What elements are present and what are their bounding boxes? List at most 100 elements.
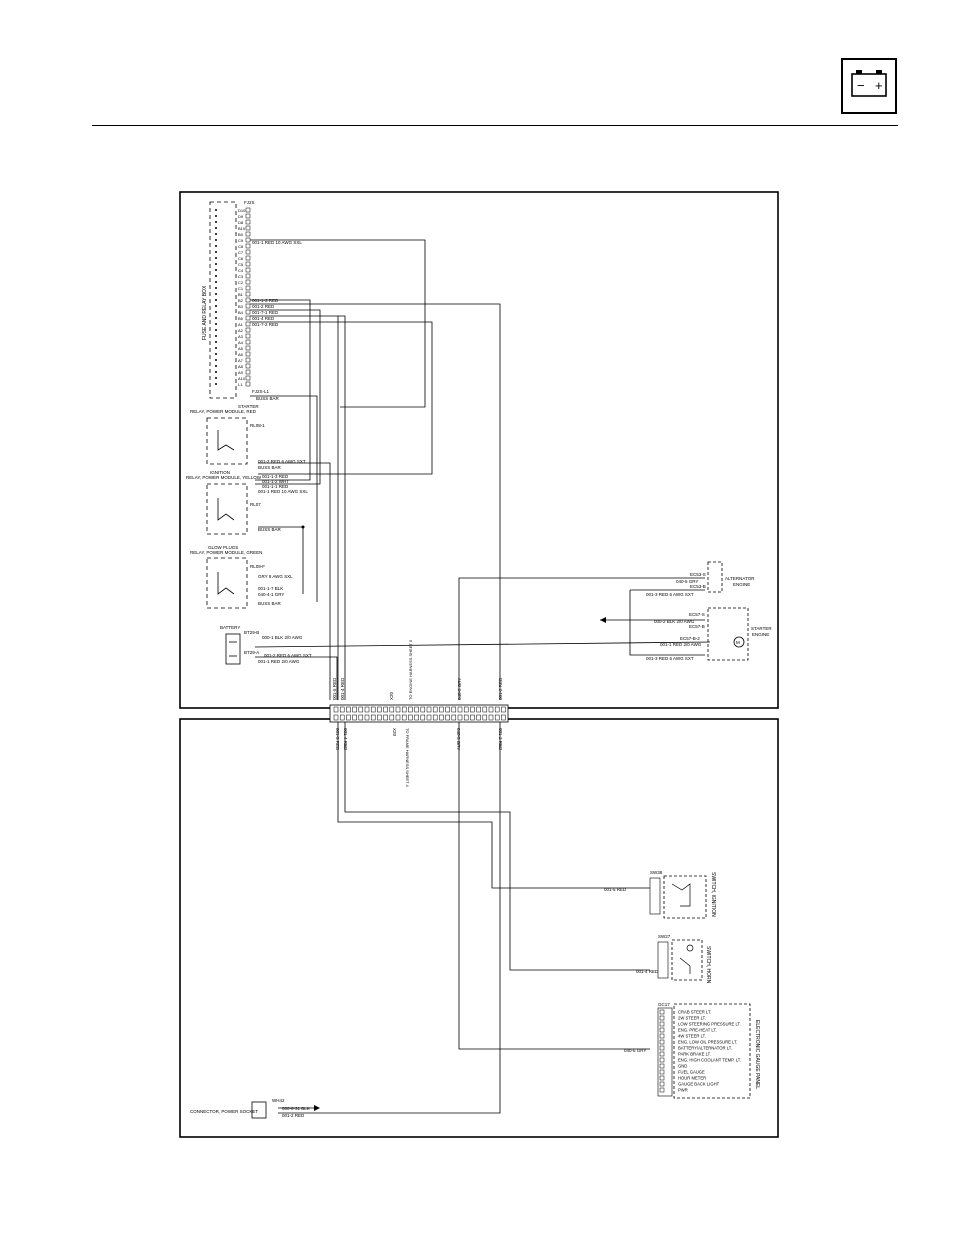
battery: BATTERY BT29-B BT29-A 000-1 BLK 2/0 AWG … bbox=[220, 625, 312, 665]
connector-pin bbox=[432, 706, 438, 713]
fuse-node bbox=[215, 353, 217, 355]
gauge-pin bbox=[659, 1033, 665, 1039]
power-socket: CONNECTOR, POWER SOCKET WH42 000-8-31 BL… bbox=[190, 1098, 310, 1119]
fuse-box-ref: FJ2S bbox=[244, 200, 255, 205]
ignition-switch: SW38 SWITCH, IGNITION 001-5 RED bbox=[604, 870, 716, 919]
connector-pin bbox=[463, 706, 469, 713]
fuse-pin bbox=[245, 225, 251, 231]
connector-pin bbox=[420, 706, 426, 713]
relay-wire-label: 001-2 RED 6 AWG SXT bbox=[258, 459, 306, 464]
gauge-pin bbox=[659, 1021, 665, 1027]
gauge-pin bbox=[659, 1081, 665, 1087]
connector-pin bbox=[488, 706, 494, 713]
gauge-item-label: 2W STEER LT. bbox=[678, 1016, 706, 1021]
gauge-item-label: GAUGE BACK LIGHT bbox=[678, 1082, 720, 1087]
relay-wire-label: BUSS BAR bbox=[258, 527, 282, 532]
alternator-ref: EC53-S bbox=[690, 572, 706, 577]
relay-subtitle: RELAY, POWER MODULE, YELLOW bbox=[186, 475, 262, 480]
gauge-item-label: PARK BRAKE LT. bbox=[678, 1052, 711, 1057]
connector-pin bbox=[383, 714, 388, 721]
starter-wire-label: 001-3 RED 6 AWG SXT bbox=[646, 656, 694, 661]
connector-bottom-label: 040-5 GRY bbox=[456, 728, 461, 750]
fuse-pin bbox=[245, 219, 251, 225]
alternator-ref: EC53-B bbox=[690, 584, 706, 589]
fuse-row-label: C1 bbox=[238, 286, 244, 291]
fuse-pin bbox=[245, 327, 251, 333]
fuse-pin bbox=[245, 291, 251, 297]
fuse-node bbox=[215, 257, 217, 259]
gauge-pin bbox=[659, 1087, 665, 1093]
fuse-row-label: B9 bbox=[238, 232, 244, 237]
fuse-node bbox=[215, 299, 217, 301]
fuse-node bbox=[215, 329, 217, 331]
starter-wire-label: 001-1 RED 2/0 AWG bbox=[660, 642, 702, 647]
fuse-row-label: B5 bbox=[238, 316, 244, 321]
battery-plus: + bbox=[875, 78, 883, 93]
fuse-row-label: A10 bbox=[238, 376, 246, 381]
fuse-node bbox=[215, 341, 217, 343]
fuse-box-title: FUSE AND RELAY BOX bbox=[202, 285, 208, 340]
battery-ref: BT29-A bbox=[244, 650, 259, 655]
fuse-node bbox=[215, 371, 217, 373]
fuse-row-label: C6 bbox=[238, 256, 244, 261]
connector-pin bbox=[370, 706, 376, 713]
gauge-pin bbox=[659, 1063, 665, 1069]
connector-top-label: 001-4 RED bbox=[340, 677, 345, 700]
gauge-cluster: GC17 CRAB STEER LT.2W STEER LT.LOW STEER… bbox=[624, 1002, 760, 1099]
fuse-node bbox=[215, 305, 217, 307]
starter-ref: EC57-S bbox=[689, 612, 705, 617]
connector-pin bbox=[445, 714, 450, 721]
connector-pin bbox=[408, 714, 413, 721]
connector-pin bbox=[346, 706, 351, 713]
top-panel bbox=[179, 191, 779, 709]
fuse-node bbox=[215, 251, 217, 253]
svg-text:M: M bbox=[736, 640, 740, 645]
connector-top-label: TO ENGINE HARNESS SHEET 5 bbox=[408, 639, 413, 700]
fuse-node bbox=[215, 245, 217, 247]
alternator: ALTERNATOR ENGINE EC53-S EC53-B 040-5 GR… bbox=[646, 561, 755, 597]
connector-pin bbox=[451, 714, 457, 721]
connector-pin bbox=[333, 714, 339, 721]
connector-pin bbox=[426, 714, 432, 721]
alternator-wire-label: 001-3 RED 6 AWG SXT bbox=[646, 592, 694, 597]
relay-wire-label: BUSS BAR bbox=[258, 601, 282, 606]
gauge-item-label: ENG. PRE-HEAT LT. bbox=[678, 1028, 717, 1033]
connector-pins bbox=[333, 706, 506, 721]
socket-ref: WH42 bbox=[272, 1098, 285, 1103]
connector-bottom-label: TO FRAME HARNESS SHEET 4 bbox=[405, 728, 410, 788]
fuse-pin bbox=[245, 351, 251, 357]
gauge-item-label: LOW STEERING PRESSURE LT. bbox=[678, 1022, 741, 1027]
relay-ref: RL08-1 bbox=[250, 423, 265, 428]
connector-pin bbox=[501, 714, 506, 721]
fuse-pin bbox=[245, 315, 251, 321]
connector-pin bbox=[432, 714, 438, 721]
fuse-node bbox=[215, 311, 217, 313]
connector-pin bbox=[352, 714, 357, 721]
gauge-item-label: FUEL GAUGE bbox=[678, 1070, 705, 1075]
connector-pin bbox=[470, 706, 475, 713]
socket-label: CONNECTOR, POWER SOCKET bbox=[190, 1109, 258, 1114]
fuse-pin bbox=[245, 249, 251, 255]
fuse-row-label: B4 bbox=[238, 310, 244, 315]
gauge-item-label: PWR bbox=[678, 1088, 688, 1093]
connector-pin bbox=[482, 714, 488, 721]
fuse-box-bottom-ref: FJ2S-L1 bbox=[252, 389, 270, 394]
socket-wire-label: 001-2 RED bbox=[282, 1113, 305, 1118]
connector-pin bbox=[370, 714, 376, 721]
fuse-node bbox=[215, 275, 217, 277]
fuse-node bbox=[215, 323, 217, 325]
connector-pin bbox=[377, 706, 382, 713]
fuse-pin bbox=[245, 213, 251, 219]
fuse-row-label: D9 bbox=[238, 214, 244, 219]
fuse-row-label: C5 bbox=[238, 262, 244, 267]
alternator-wire-label: 040-5 GRY bbox=[676, 579, 698, 584]
switch-label: SWITCH, HORN bbox=[705, 946, 711, 984]
starter-wire-label: 000-2 BLK 2/0 AWG bbox=[654, 619, 695, 624]
fuse-row-label: C2 bbox=[238, 280, 244, 285]
connector-pin bbox=[408, 706, 413, 713]
connector-top-label: X20 bbox=[389, 691, 394, 700]
gauge-pin bbox=[659, 1057, 665, 1063]
connector-pin bbox=[414, 714, 419, 721]
fuse-node bbox=[215, 263, 217, 265]
